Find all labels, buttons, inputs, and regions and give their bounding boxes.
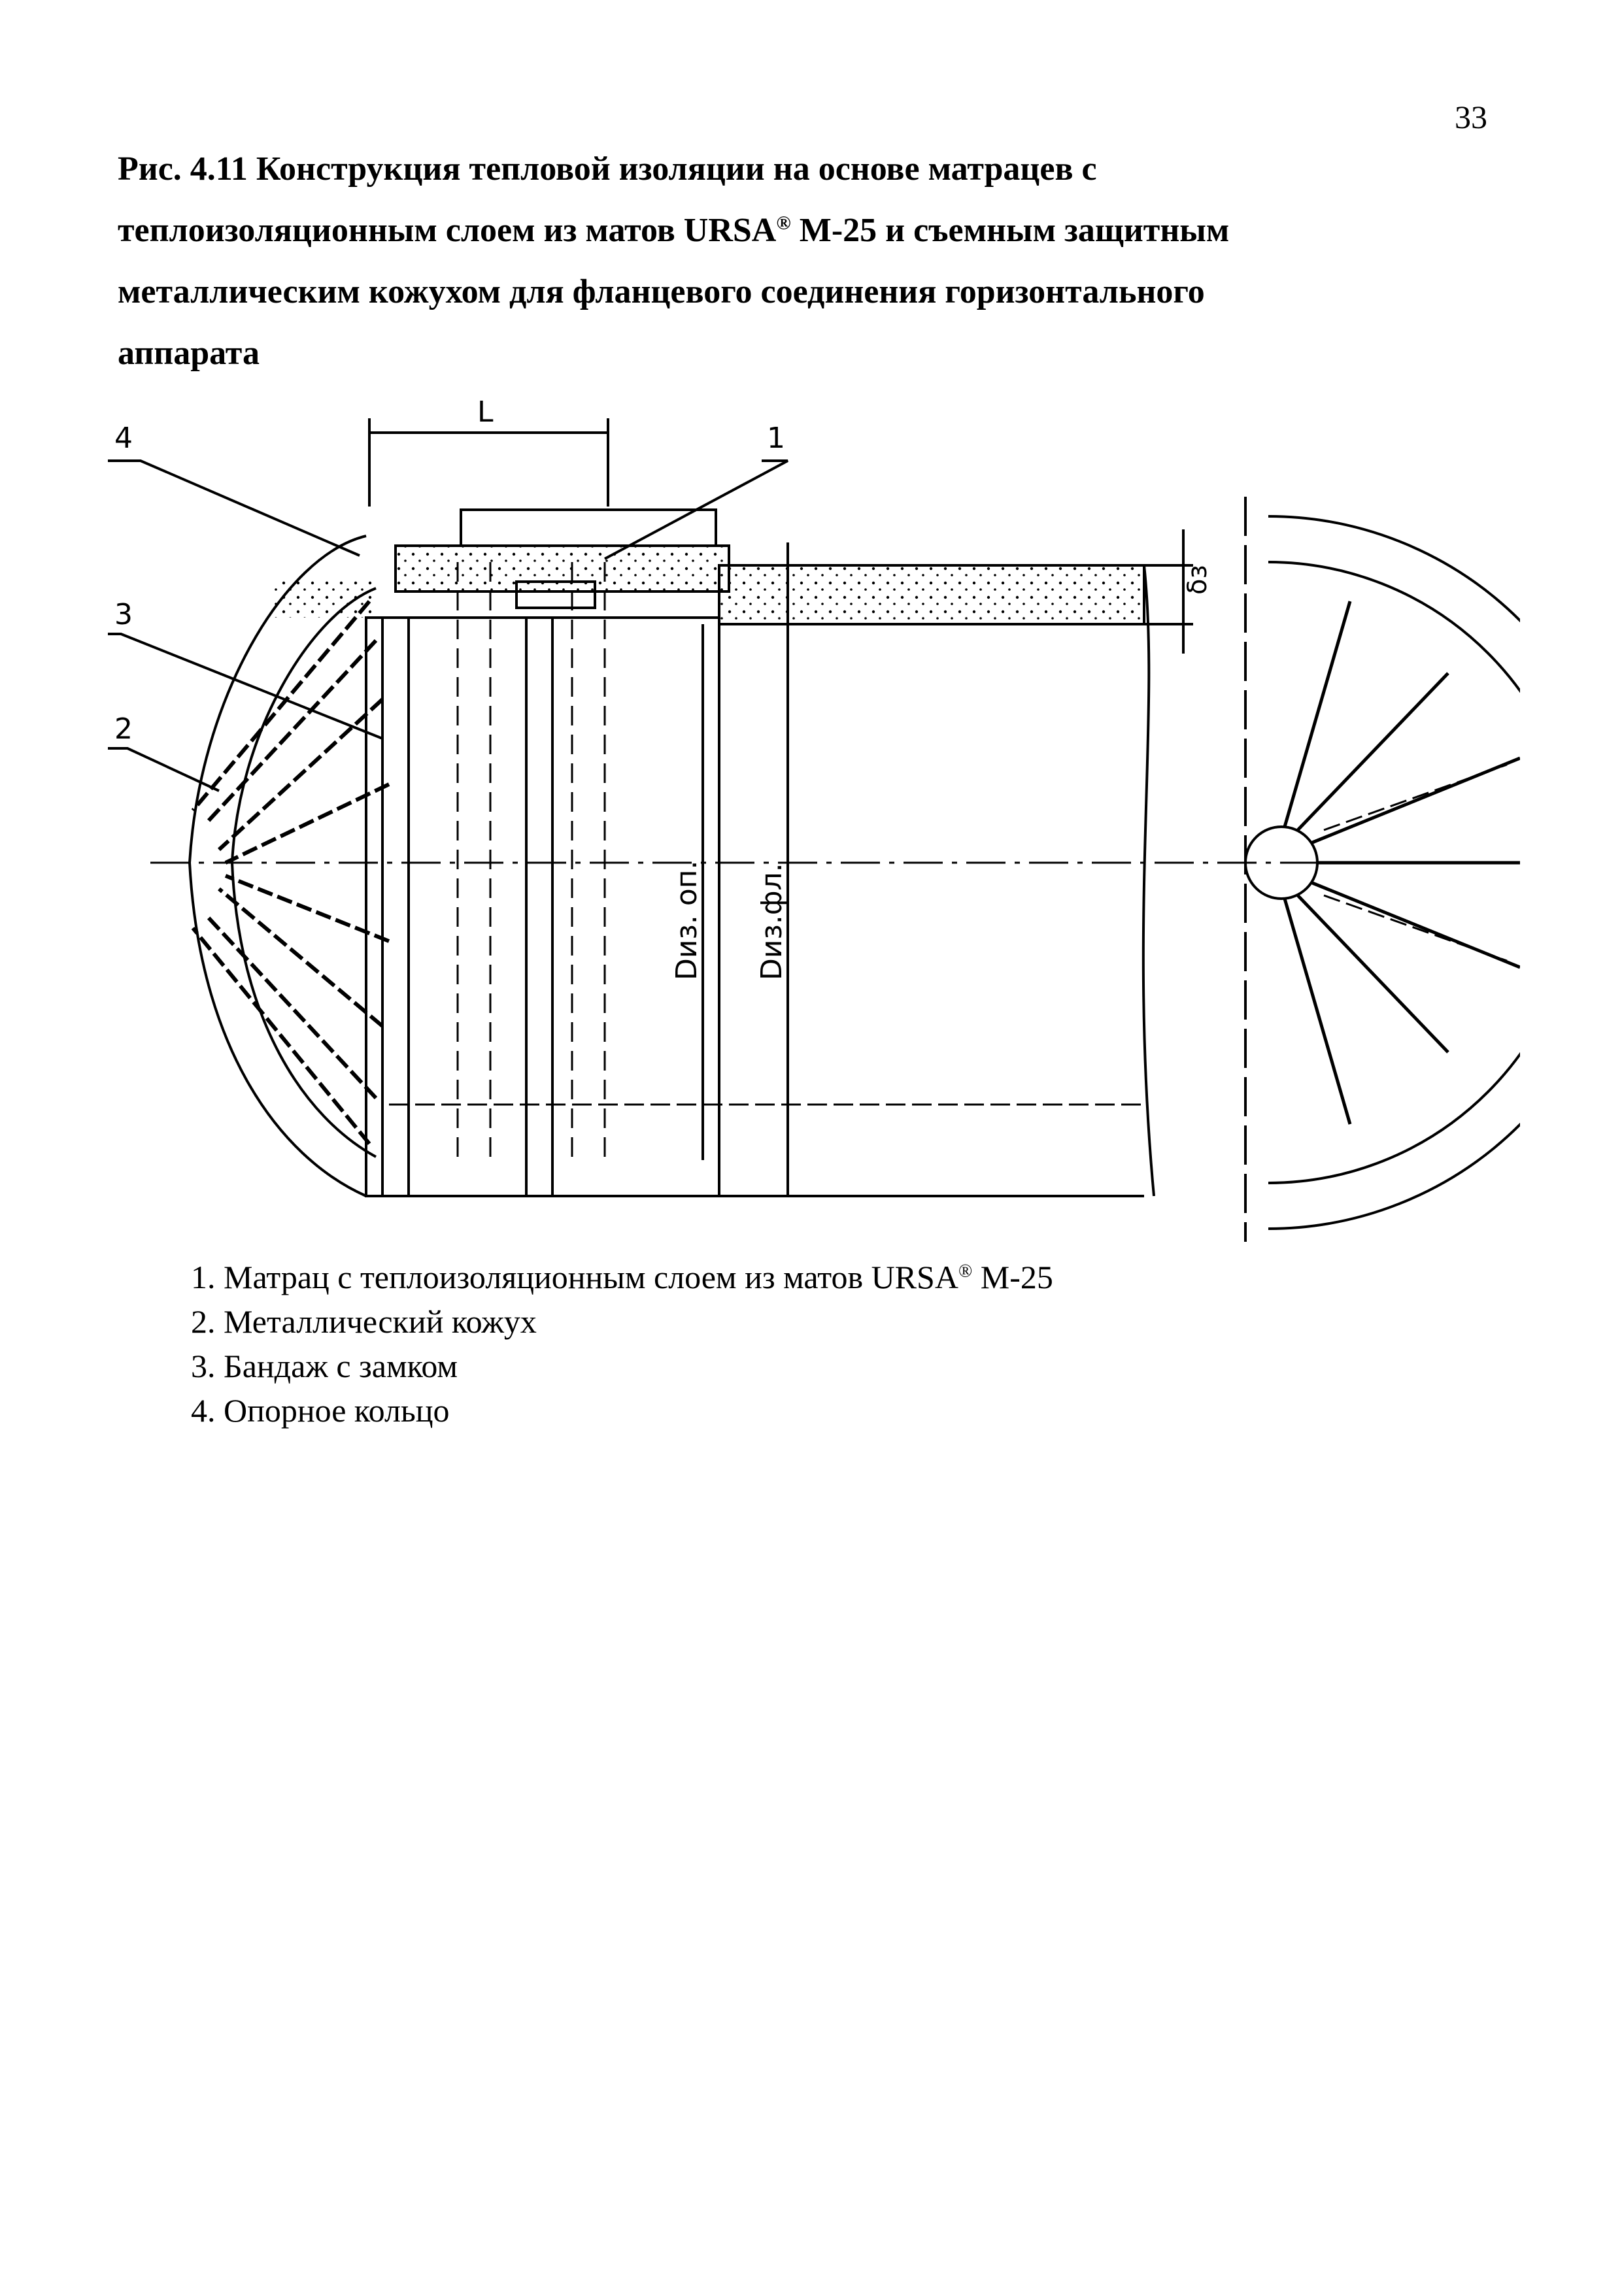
end-view-spokes [1283, 601, 1520, 1125]
registered-mark: ® [776, 212, 791, 234]
dim-thickness-label: δз [1183, 565, 1213, 595]
registered-mark: ® [958, 1261, 973, 1282]
legend-list: 1. Матрац с теплоизоляционным слоем из м… [191, 1255, 1053, 1433]
legend-item-1: 1. Матрац с теплоизоляционным слоем из м… [191, 1259, 1053, 1295]
flange-casing [365, 616, 720, 1197]
dim-length-label: L [477, 395, 494, 429]
dome-ribs [191, 600, 390, 1145]
dim-d-flange-label: Dиз.фл. [755, 863, 788, 980]
support-ring [460, 508, 717, 547]
mattress-top [394, 544, 730, 593]
callout-3: 3 [114, 598, 133, 631]
callout-2: 2 [114, 712, 133, 746]
technical-drawing: 4 1 3 2 L δз Dиз. оп. Dиз.фл. [108, 395, 1520, 1242]
callout-1: 1 [767, 422, 785, 455]
legend-item-2: 2. Металлический кожух [191, 1303, 537, 1340]
break-line [1141, 565, 1155, 1197]
leader-3 [108, 633, 383, 740]
leader-2 [108, 747, 220, 792]
legend-item-4: 4. Опорное кольцо [191, 1392, 450, 1429]
page-number: 33 [1455, 99, 1487, 135]
caption-line-3: металлическим кожухом для фланцевого сое… [118, 273, 1205, 310]
dome-insulation [275, 578, 373, 618]
caption-line-2: теплоизоляционным слоем из матов URSA® М… [118, 212, 1230, 249]
pipe-insulation [718, 564, 1145, 625]
caption-line-4: аппарата [118, 335, 260, 372]
figure-caption: Рис. 4.11 Конструкция тепловой изоляции … [118, 139, 1543, 384]
legend-item-3: 3. Бандаж с замком [191, 1348, 458, 1384]
callout-4: 4 [114, 422, 133, 455]
end-view-arc-outer [1268, 515, 1520, 1230]
leader-4 [108, 459, 360, 557]
flange-bolts [456, 562, 606, 1163]
caption-line-1: Рис. 4.11 Конструкция тепловой изоляции … [118, 150, 1097, 188]
dim-d-support-label: Dиз. оп. [670, 860, 703, 980]
dome-inner [230, 587, 377, 1158]
leader-1 [604, 459, 788, 560]
end-view-arc-inner [1268, 561, 1520, 1184]
